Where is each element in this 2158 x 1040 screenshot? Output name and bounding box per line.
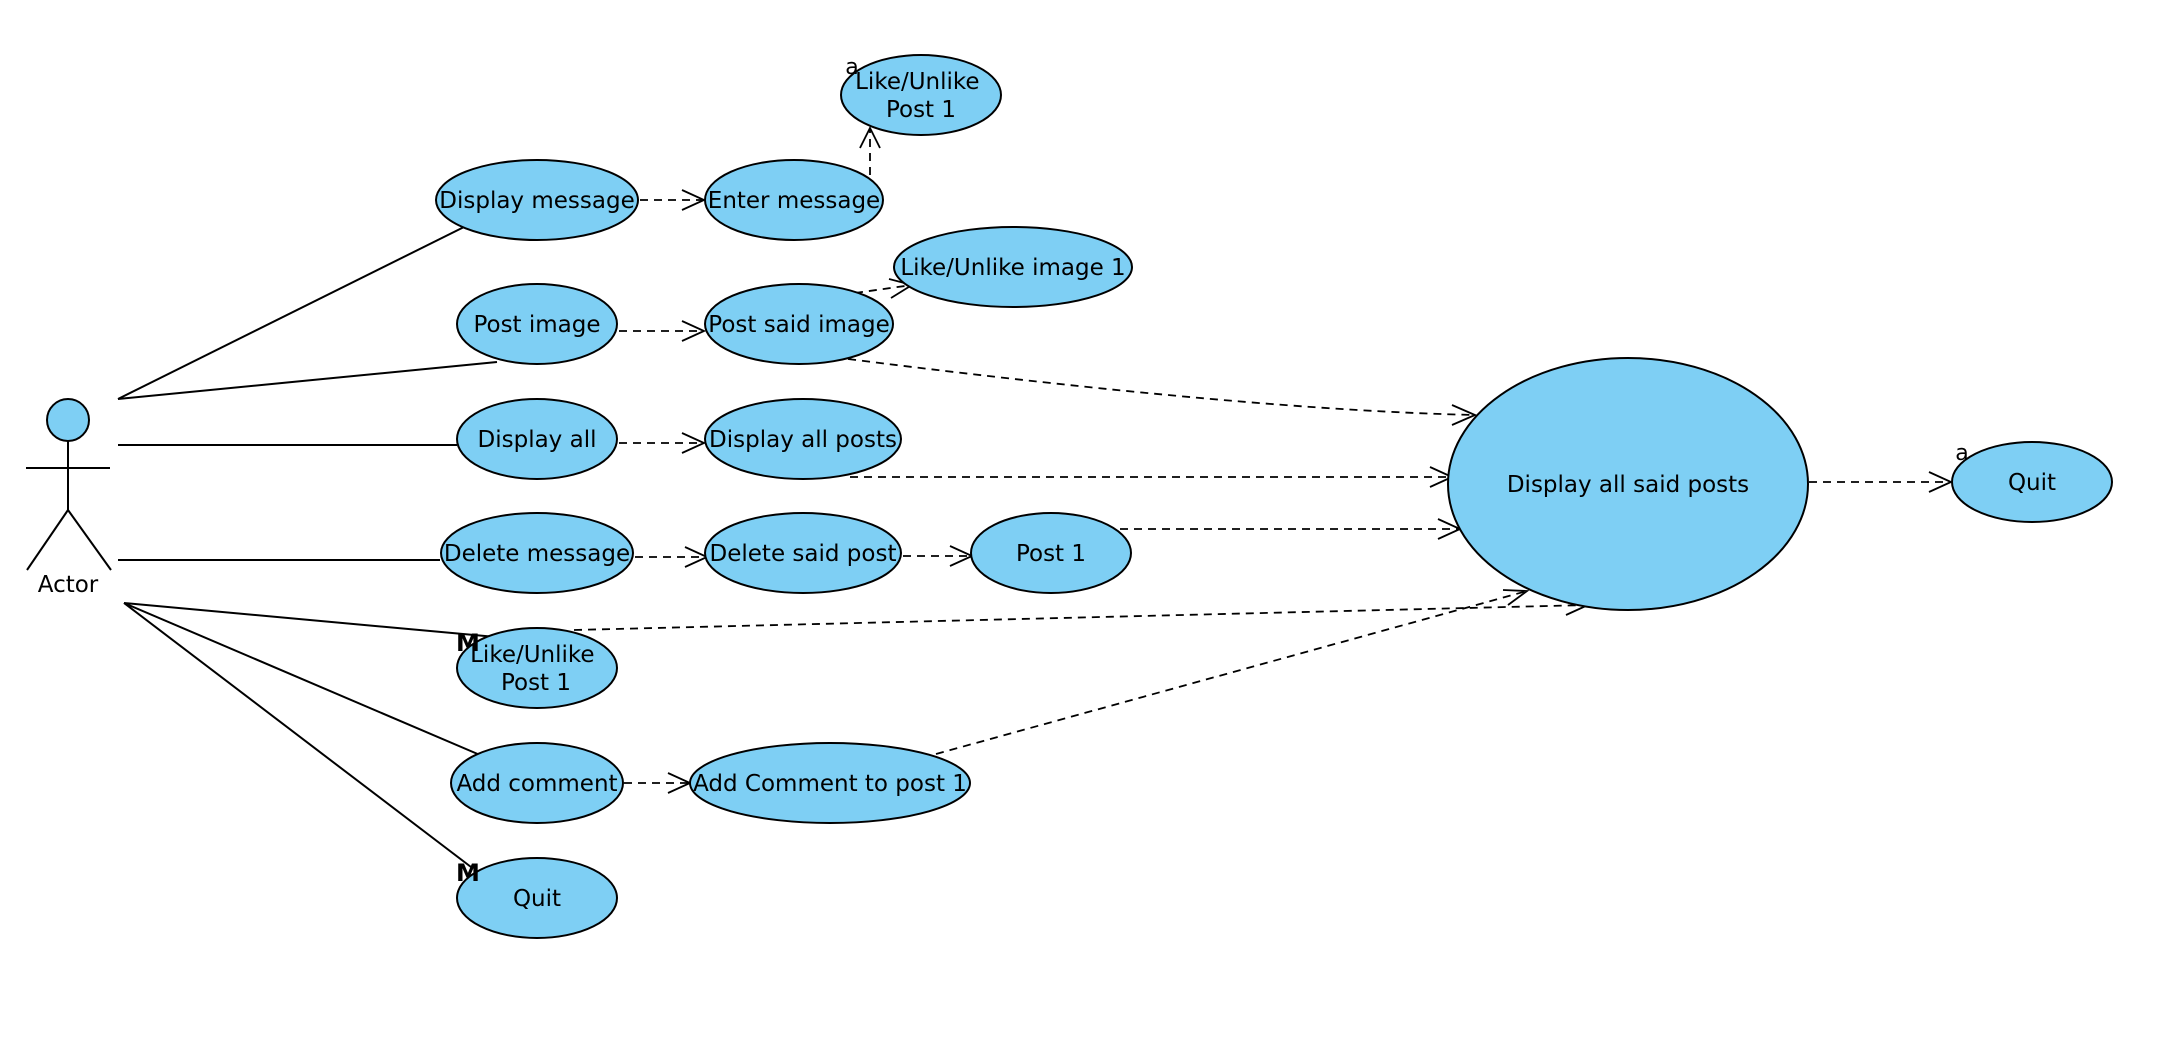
use-case-delete-message[interactable]: Delete message [440, 512, 634, 594]
dependency-post-1-to-display-all-said-posts [1120, 518, 1463, 540]
use-case-add-comment[interactable]: Add comment [450, 742, 624, 824]
use-case-label: Post said image [708, 312, 889, 338]
use-case-label: Display all posts [709, 427, 897, 453]
use-case-quit-bottom[interactable]: Quit M [456, 857, 618, 939]
use-case-post-1[interactable]: Post 1 [970, 512, 1132, 594]
actor[interactable]: Actor [26, 398, 112, 598]
dependency-post-image-to-post-said-image [619, 320, 707, 342]
multiplicity-marker: M [456, 629, 480, 657]
dependency-display-all-to-display-all-posts [619, 432, 707, 454]
use-case-post-image[interactable]: Post image [456, 283, 618, 365]
use-case-display-message[interactable]: Display message [435, 159, 639, 241]
use-case-label: Quit [513, 886, 561, 912]
associations [117, 226, 498, 868]
use-case-enter-message[interactable]: Enter message [704, 159, 884, 241]
use-case-label: Add Comment to post 1 [693, 771, 967, 797]
use-case-display-all-said-posts[interactable]: Display all said posts [1447, 357, 1809, 611]
dependency-add-comment-to-post-to-display-all-said-posts [935, 589, 1530, 755]
association-quit [123, 602, 472, 868]
dependency-delete-message-to-delete-said-post [635, 546, 710, 568]
use-case-like-unlike-image[interactable]: Like/Unlike image 1 [893, 226, 1133, 308]
dependency-delete-said-post-to-post-1 [903, 545, 975, 567]
actor-left-leg [26, 509, 69, 571]
extension-marker: a [1955, 441, 1968, 466]
use-case-label: Add comment [456, 771, 617, 797]
use-case-label: Like/Unlike Post 1 [470, 642, 602, 696]
use-case-display-all[interactable]: Display all [456, 398, 618, 480]
dependency-enter-message-to-like-unlike-post [859, 125, 881, 175]
use-case-label: Display all [478, 427, 597, 453]
extension-marker: a [845, 55, 858, 80]
use-case-quit-right[interactable]: Quit a [1951, 441, 2113, 523]
use-case-label: Like/Unlike image 1 [900, 255, 1125, 281]
actor-head [46, 398, 90, 442]
use-case-label: Display message [439, 188, 634, 214]
use-case-add-comment-to-post[interactable]: Add Comment to post 1 [689, 742, 971, 824]
dependency-display-all-said-posts-to-quit [1809, 471, 1954, 493]
association-post-image [117, 361, 498, 400]
actor-right-leg [67, 509, 112, 571]
dependency-add-comment-to-add-comment-to-post [624, 772, 693, 794]
use-case-display-all-posts[interactable]: Display all posts [704, 398, 902, 480]
dependency-like-unlike-post-to-display-all-said-posts [573, 594, 1591, 631]
use-case-delete-said-post[interactable]: Delete said post [704, 512, 902, 594]
use-case-like-unlike-post-mid[interactable]: Like/Unlike Post 1 M [456, 627, 618, 709]
use-case-label: Delete message [444, 541, 630, 567]
use-case-label: Post image [473, 312, 600, 338]
dependency-display-all-posts-to-display-all-said-posts [850, 466, 1455, 488]
association-display-message [117, 226, 465, 400]
use-case-label: Post 1 [1016, 541, 1086, 567]
use-case-label: Like/Unlike Post 1 [855, 69, 987, 123]
use-case-like-unlike-post-top[interactable]: Like/Unlike Post 1 a [840, 54, 1002, 136]
use-case-post-said-image[interactable]: Post said image [704, 283, 894, 365]
multiplicity-marker: M [456, 859, 480, 887]
use-case-label: Display all said posts [1507, 472, 1749, 498]
use-case-label: Quit [2008, 470, 2056, 496]
dependency-post-said-image-to-display-all-said-posts [847, 358, 1478, 426]
association-add-comment [123, 602, 481, 756]
association-like-unlike-post [123, 602, 497, 638]
use-case-label: Enter message [708, 188, 880, 214]
dependency-display-message-to-enter-message [640, 189, 707, 211]
dependencies [573, 125, 1954, 794]
use-case-label: Delete said post [710, 541, 897, 567]
actor-label: Actor [38, 572, 99, 598]
